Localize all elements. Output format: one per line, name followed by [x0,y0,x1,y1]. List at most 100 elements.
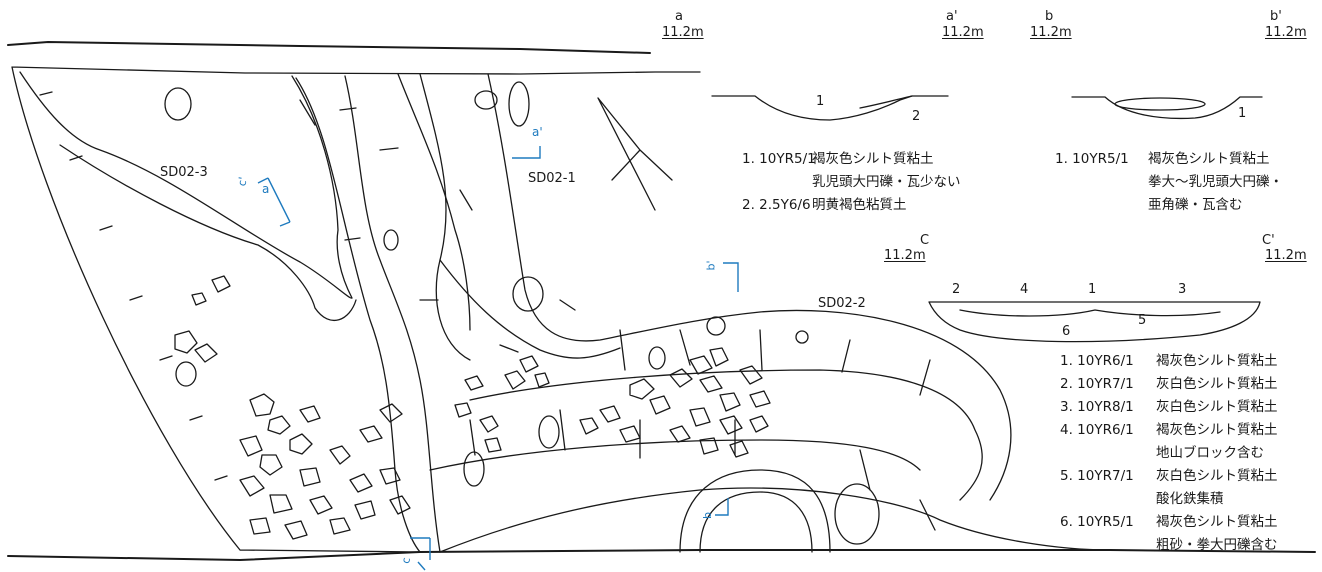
legend-code: 1. 10YR5/1 [1055,151,1129,167]
pit-arch-outer [679,469,831,553]
legend-desc: 褐灰色シルト質粘土 [812,151,934,167]
label-sd02-3: SD02-3 [160,165,208,180]
legend-desc: 灰白色シルト質粘土 [1156,399,1278,415]
stone [508,81,530,127]
section-c-layer-1: 1 [1088,282,1097,297]
stone-cluster-west [174,275,411,540]
legend-row: 1. 10YR5/1 褐灰色シルト質粘土 [1055,148,1283,171]
legend-desc: 明黄褐色粘質土 [812,197,907,213]
sd02-1-bank-a [419,73,471,361]
marker-c-prime-upper: c' [235,175,250,188]
section-line-c [410,537,431,571]
label-sd02-1: SD02-1 [528,171,576,186]
section-a-layer-2: 2 [912,109,921,124]
legend-row: 地山ブロック含む [1060,442,1278,465]
legend-code: 2. 2.5Y6/6 [742,197,811,213]
legend-desc: 粗砂・拳大円礫含む [1156,537,1278,553]
section-a-layer-1: 1 [816,94,825,109]
section-line-b-prime [723,262,739,292]
section-b-layer-1: 1 [1238,106,1247,121]
marker-b-prime: b' [704,260,718,271]
legend-code: 3. 10YR8/1 [1060,399,1134,415]
section-b-elev-end: 11.2m [1265,25,1307,40]
section-c-layer-2: 2 [952,282,961,297]
section-line-a [257,177,291,227]
stone-cluster-east [454,347,771,458]
legend-row: 3. 10YR8/1 灰白色シルト質粘土 [1060,396,1278,419]
section-a-end: a' [946,9,958,24]
legend-desc: 亜角礫・瓦含む [1148,197,1243,213]
upper-boundary-line [7,41,651,54]
legend-section-b: 1. 10YR5/1 褐灰色シルト質粘土 拳大～乳児頭大円礫・ 亜角礫・瓦含む [1055,148,1283,217]
section-c-end: C' [1262,233,1275,248]
legend-desc: 褐灰色シルト質粘土 [1148,151,1270,167]
profile-c-layer [959,309,1221,317]
stone [706,316,726,336]
stone [512,276,544,312]
section-a-elev-end: 11.2m [942,25,984,40]
stone [795,330,809,344]
section-b-elev-start: 11.2m [1030,25,1072,40]
legend-row: 亜角礫・瓦含む [1055,194,1283,217]
section-b-start: b [1045,9,1054,24]
profile-a [711,95,949,121]
ditch-sd02-3-inner [59,144,357,321]
stone [164,87,192,121]
legend-code: 2. 10YR7/1 [1060,376,1134,392]
marker-a-prime: a' [532,125,543,139]
sd02-2-lower [439,487,1111,553]
legend-desc: 灰白色シルト質粘土 [1156,376,1278,392]
stone [834,483,880,545]
marker-b: b [700,512,714,519]
legend-code: 1. 10YR5/1 [742,151,816,167]
ditch-bank-1 [295,77,421,553]
section-a-elev-start: 11.2m [662,25,704,40]
legend-row: 酸化鉄集積 [1060,488,1278,511]
sd02-1-bank-c [439,259,621,359]
profile-c [928,301,1261,343]
legend-desc: 褐灰色シルト質粘土 [1156,514,1278,530]
pit-arch-inner [699,491,813,553]
legend-row: 乳児頭大円礫・瓦少ない [742,171,961,194]
section-c-elev-start: 11.2m [884,248,926,263]
legend-desc: 乳児頭大円礫・瓦少ない [812,174,961,190]
profile-b-stones [1114,97,1206,111]
stone [383,229,399,251]
section-c-layer-3: 3 [1178,282,1187,297]
sd02-1-bank-b [487,73,1012,501]
ditch-bank-2 [344,75,441,553]
legend-desc: 拳大～乳児頭大円礫・ [1148,174,1283,190]
legend-code: 6. 10YR5/1 [1060,514,1134,530]
legend-row: 拳大～乳児頭大円礫・ [1055,171,1283,194]
section-c-layer-5: 5 [1138,313,1147,328]
section-a-start: a [675,9,683,24]
legend-desc: 地山ブロック含む [1156,445,1264,461]
hatch-lines [299,99,936,531]
legend-desc: 灰白色シルト質粘土 [1156,468,1278,484]
legend-row: 5. 10YR7/1 灰白色シルト質粘土 [1060,465,1278,488]
legend-code: 1. 10YR6/1 [1060,353,1134,369]
legend-code: 4. 10YR6/1 [1060,422,1134,438]
ditch-bank-3 [397,73,471,331]
slope-ticks [39,91,228,481]
profile-b [1071,96,1263,120]
legend-desc: 酸化鉄集積 [1156,491,1224,507]
lower-boundary-line [7,549,1316,561]
section-line-a-prime [512,146,541,159]
section-c-start: C [920,233,930,248]
section-line-b [715,498,729,516]
stone [474,90,498,110]
legend-code: 5. 10YR7/1 [1060,468,1134,484]
marker-a: a [262,182,270,196]
legend-row: 6. 10YR5/1 褐灰色シルト質粘土 [1060,511,1278,534]
section-c-layer-4: 4 [1020,282,1029,297]
stone [538,415,560,449]
reference-lines [597,97,673,211]
